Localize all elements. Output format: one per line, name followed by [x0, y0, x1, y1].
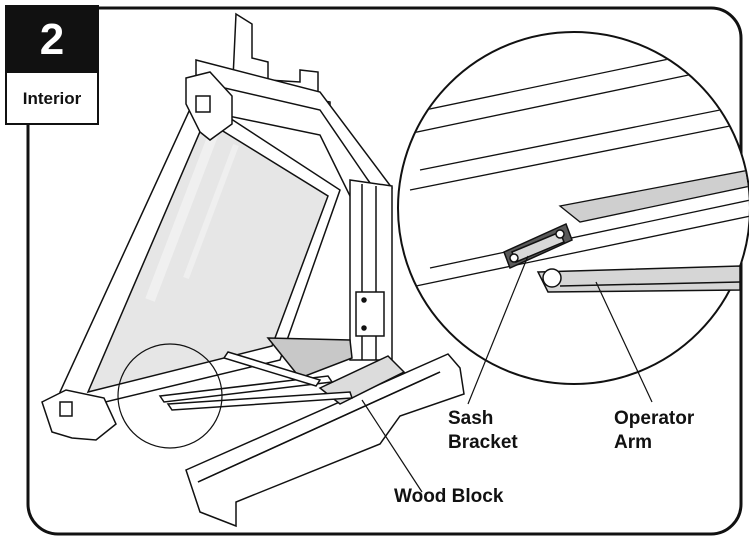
sash-bottom-profile: [41, 389, 117, 441]
operator-arm-part: [536, 265, 741, 293]
step-number: 2: [7, 7, 97, 73]
callout-operator-arm-line1: Operator: [614, 408, 695, 429]
operator-arms: [158, 351, 354, 411]
detail-circle-large: [397, 31, 749, 385]
sash-top-profile: [185, 71, 233, 141]
detail-circle-small: [117, 343, 223, 449]
step-badge: 2 Interior: [5, 5, 99, 125]
window-jamb: [349, 179, 393, 361]
sash-bracket-part: [503, 222, 573, 270]
callout-sash-bracket-line1: Sash: [448, 408, 493, 429]
callout-wood-block: Wood Block: [394, 486, 504, 507]
glass-sash: [59, 94, 341, 411]
leader-lines: [361, 255, 653, 493]
view-label: Interior: [22, 89, 82, 108]
callout-sash-bracket-line2: Bracket: [448, 432, 518, 453]
callout-operator-arm-line2: Arm: [614, 432, 652, 453]
